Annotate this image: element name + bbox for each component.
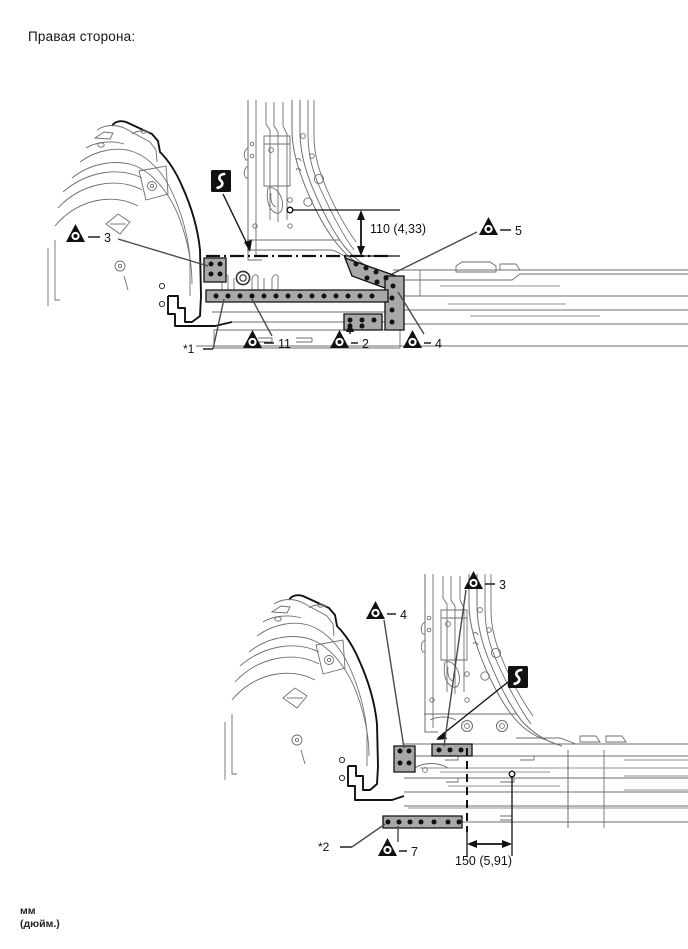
callout-3-bottom-label: 3 bbox=[499, 578, 506, 592]
callout-11-top-label: 11 bbox=[278, 337, 291, 351]
callout-4-bottom[interactable]: 4 bbox=[366, 601, 407, 749]
weld-bands-top bbox=[203, 256, 405, 331]
dimension-110-label: 110 (4,33) bbox=[370, 222, 426, 236]
callout-5-top[interactable]: 5 bbox=[391, 217, 522, 275]
note-2-bottom: *2 bbox=[318, 823, 386, 854]
callout-7-bottom-label: 7 bbox=[411, 845, 418, 859]
figure-bottom-diagram: 150 (5,91) 3 4 bbox=[0, 560, 688, 880]
units-metric: мм bbox=[20, 905, 36, 917]
callout-3-top[interactable]: 3 bbox=[66, 224, 209, 267]
units-legend: мм (дюйм.) bbox=[20, 905, 60, 931]
spot-weld-dots-bottom bbox=[385, 747, 464, 825]
callout-7-bottom[interactable]: 7 bbox=[378, 826, 418, 859]
callout-3-top-label: 3 bbox=[104, 231, 111, 245]
sealer-symbol-top bbox=[209, 168, 252, 252]
dimension-110: 110 (4,33) bbox=[286, 206, 426, 257]
dimension-150-label: 150 (5,91) bbox=[455, 854, 512, 868]
weld-bands-bottom bbox=[382, 743, 473, 829]
sealer-symbol-bottom bbox=[436, 664, 530, 740]
note-2-label: *2 bbox=[318, 840, 330, 854]
callout-4-top-label: 4 bbox=[435, 337, 442, 351]
callout-3-bottom[interactable]: 3 bbox=[443, 571, 506, 747]
callout-4-bottom-label: 4 bbox=[400, 608, 407, 622]
callout-4-top[interactable]: 4 bbox=[397, 291, 442, 351]
callout-2-top-label: 2 bbox=[362, 337, 369, 351]
page-title: Правая сторона: bbox=[28, 29, 136, 44]
note-1-top: *1 bbox=[183, 298, 225, 356]
body-panel-outlines bbox=[47, 100, 688, 349]
figure-top-diagram: 110 (4,33) 3 5 bbox=[0, 100, 688, 390]
callout-5-top-label: 5 bbox=[515, 224, 522, 238]
callout-2-top[interactable]: 2 bbox=[330, 322, 369, 351]
callout-11-top[interactable]: 11 bbox=[243, 298, 291, 351]
spot-weld-dots-top bbox=[208, 261, 396, 329]
dimension-150: 150 (5,91) bbox=[455, 770, 516, 868]
units-imperial: (дюйм.) bbox=[20, 918, 60, 930]
body-panel-outlines-bottom bbox=[224, 574, 688, 828]
note-1-label: *1 bbox=[183, 342, 195, 356]
